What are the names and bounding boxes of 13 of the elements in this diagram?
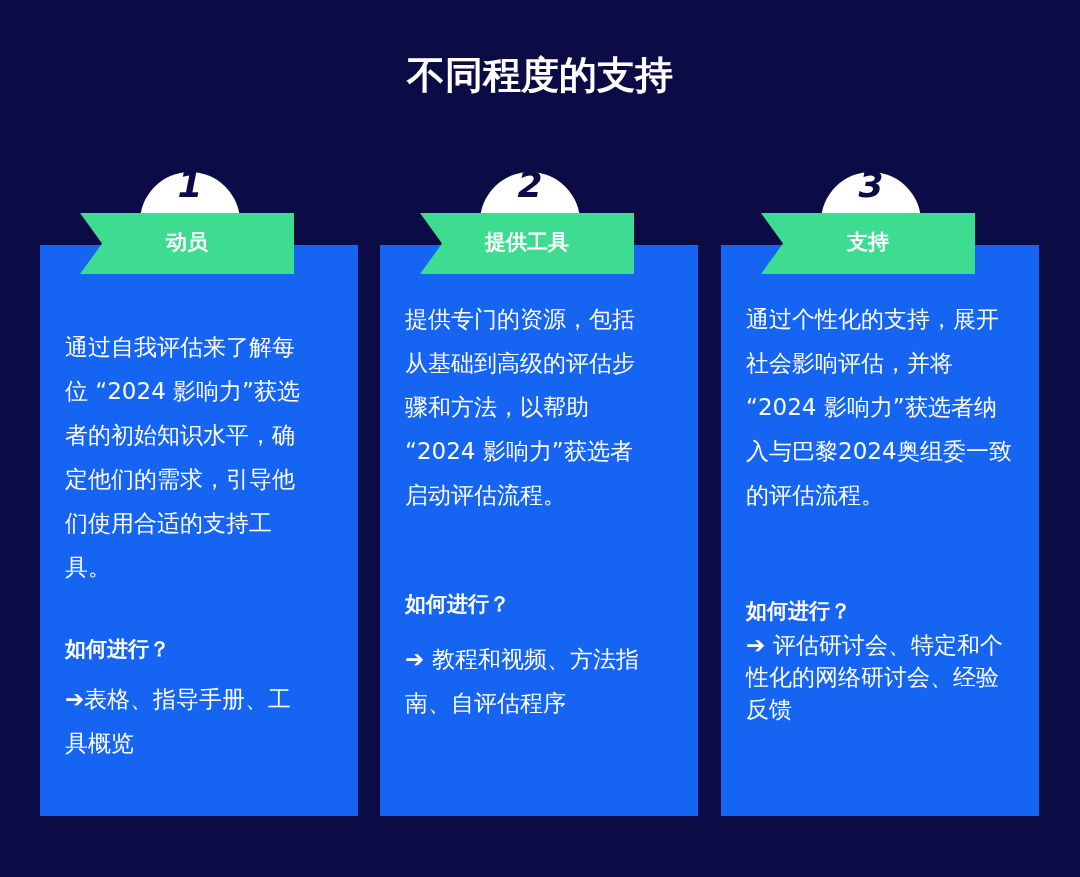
ribbon-banner: 动员: [80, 213, 294, 274]
description-text: 提供专门的资源，包括从基础到高级的评估步骤和方法，以帮助 “2024 影响力”获选者启动评估流程。: [405, 305, 636, 510]
description-text: 通过个性化的支持，展开社会影响评估，并将 “2024 影响力”获选者纳入与巴黎2024奥组委一致的评估流程。: [746, 305, 1013, 510]
title: 不同程度的支持: [406, 52, 674, 99]
ribbon-banner: 支持: [761, 213, 975, 274]
section-heading: 如何进行？: [746, 598, 851, 625]
section-heading: 如何进行？: [405, 591, 510, 618]
ribbon-banner: 提供工具: [420, 213, 634, 274]
method-list: ➔表格、指导手册、工具概览: [65, 677, 305, 765]
section-heading: 如何进行？: [65, 636, 170, 663]
description-text: 通过自我评估来了解每位 “2024 影响力”获选者的初始知识水平，确定他们的需求，引导他们使用合适的支持工具。: [65, 333, 301, 582]
method-list: ➔ 教程和视频、方法指南、自评估程序: [405, 637, 655, 725]
method-list: ➔ 评估研讨会、特定和个性化的网络研讨会、经验反馈: [746, 629, 1016, 725]
